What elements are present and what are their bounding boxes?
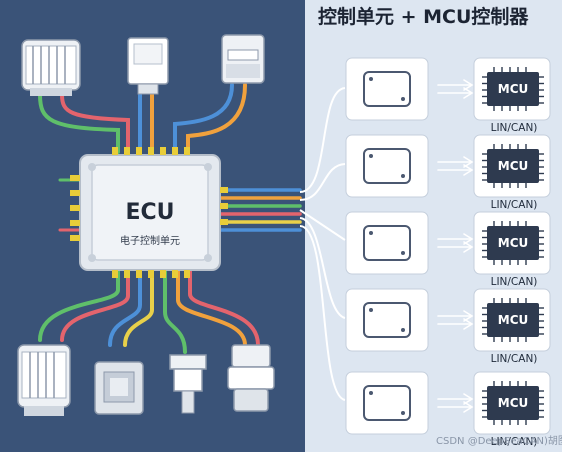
round-connector-bottom-right <box>227 344 275 412</box>
module-icon <box>363 225 411 261</box>
top-wiring <box>38 83 247 154</box>
module-card <box>345 211 429 275</box>
watermark: CSDN @DeepSeaCAN)胡图 <box>436 436 562 447</box>
arrow-icon <box>437 393 474 413</box>
ecu-board <box>70 147 228 278</box>
module-card <box>345 371 429 435</box>
chip-pins <box>482 67 544 111</box>
sensor-connector-top <box>127 37 169 95</box>
module-icon <box>363 385 411 421</box>
bus-label: LIN/CAN) <box>490 122 538 134</box>
mcu-row: MCU <box>345 288 551 352</box>
mcu-chip-label: MCU <box>498 159 529 173</box>
chip-pins <box>482 221 544 265</box>
module-card <box>345 288 429 352</box>
mcu-row: MCU <box>345 211 551 275</box>
mcu-chip-label: MCU <box>498 236 529 250</box>
bottom-wiring <box>38 268 260 354</box>
module-card <box>345 57 429 121</box>
mcu-row: MCU <box>345 371 551 435</box>
mcu-chip-icon <box>487 386 539 420</box>
mcu-row: MCU <box>345 57 551 121</box>
mcu-chip-icon <box>487 149 539 183</box>
bus-label: LIN/CAN) <box>490 276 538 288</box>
ecu-output-wiring <box>216 188 302 232</box>
bus-label: LIN/CAN) <box>490 199 538 211</box>
arrow-icon <box>437 79 474 99</box>
mcu-chip-icon <box>487 226 539 260</box>
module-icon <box>363 148 411 184</box>
motor-connector-bottom-left <box>17 344 71 416</box>
mcu-chip-icon <box>487 303 539 337</box>
arrow-icon <box>437 156 474 176</box>
chip-pins <box>482 298 544 342</box>
bus-label: LIN/CAN) <box>490 436 538 448</box>
mcu-chip-icon <box>487 72 539 106</box>
arrow-icon <box>437 310 474 330</box>
module-icon <box>363 71 411 107</box>
mcu-chip-label: MCU <box>498 396 529 410</box>
mcu-chip-label: MCU <box>498 82 529 96</box>
chip-pins <box>482 144 544 188</box>
bus-label: LIN/CAN) <box>490 353 538 365</box>
diagram-title: 控制单元 + MCU控制器 <box>318 6 529 28</box>
plug-connector-bottom <box>94 361 144 415</box>
motor-connector-top-left <box>21 39 81 96</box>
sensor-connector-bottom <box>169 354 207 414</box>
chip-pins <box>482 381 544 425</box>
module-card <box>345 134 429 198</box>
module-icon <box>363 302 411 338</box>
mcu-chip-label: MCU <box>498 313 529 327</box>
bus-lines <box>299 87 346 401</box>
ecu-title: ECU <box>125 200 175 225</box>
mcu-row: MCU <box>345 134 551 198</box>
ecu-subtitle: 电子控制单元 <box>120 236 180 247</box>
mcu-rows: MCU MCU MCU MCU MCU <box>345 57 551 435</box>
relay-connector-top <box>221 34 265 84</box>
arrow-icon <box>437 233 474 253</box>
